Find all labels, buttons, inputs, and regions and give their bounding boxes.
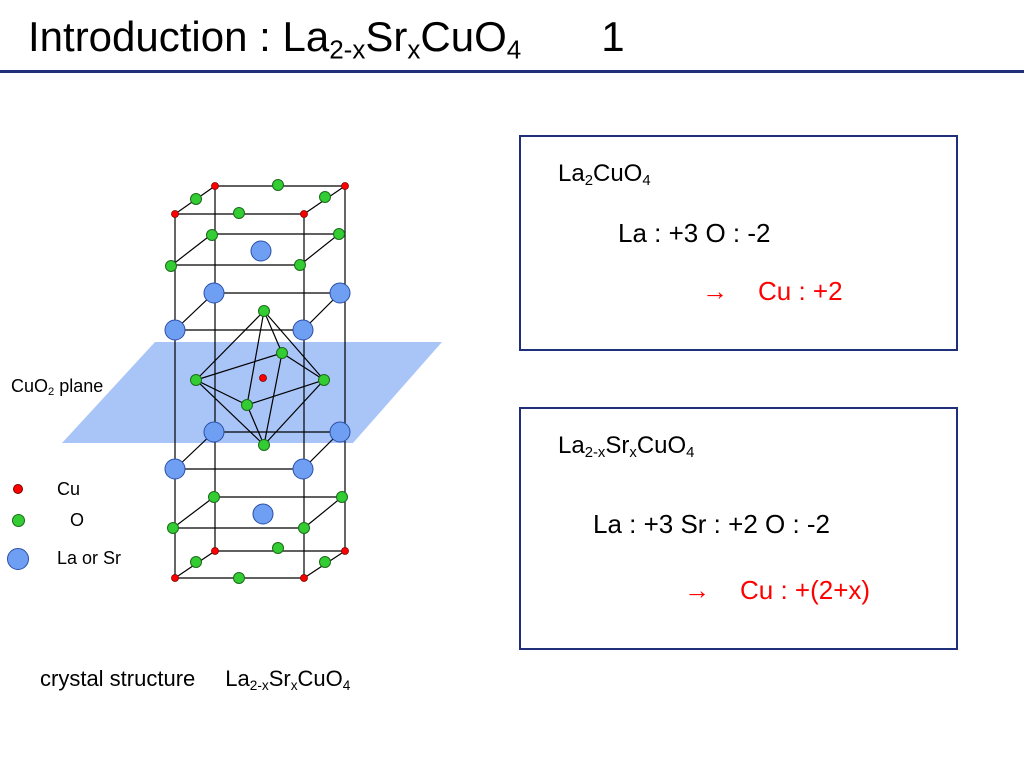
arrow-icon: →: [702, 276, 728, 306]
legend-label-la-sr: La or Sr: [57, 548, 122, 568]
slide-title: Introduction : La2-xSrxCuO4 1: [28, 13, 625, 65]
box1-formula: La2CuO4: [558, 160, 651, 190]
box2-formula: La2-xSrxCuO4: [558, 432, 695, 462]
o-atoms: [165, 179, 348, 584]
crystal-structure-diagram: [62, 179, 442, 584]
la-sr-legend-icon: [7, 548, 29, 570]
caption-formula: La2-xSrxCuO4: [225, 666, 351, 693]
box1-charges: La : +3 O : -2: [618, 218, 771, 248]
cu-atoms: [171, 182, 349, 582]
la2cuo4-box: La2CuO4 La : +3 O : -2 →Cu : +2: [519, 135, 958, 351]
box2-charges: La : +3 Sr : +2 O : -2: [593, 509, 831, 539]
cuo2-plane: [62, 342, 442, 443]
title-prefix: Introduction :: [28, 13, 283, 60]
box2-result: →Cu : +(2+x): [684, 575, 871, 605]
legend-label-o: O: [70, 510, 85, 530]
o-legend-icon: [12, 514, 25, 527]
title-formula: La2-xSrxCuO4: [282, 13, 522, 65]
cuo2-plane-label: CuO2 plane: [11, 376, 104, 399]
legend-label-cu: Cu: [57, 479, 81, 499]
title-divider: [0, 70, 1024, 73]
la2-xsrxcuo4-box: La2-xSrxCuO4 La : +3 Sr : +2 O : -2 →Cu …: [519, 407, 958, 650]
box1-result: →Cu : +2: [702, 276, 843, 306]
la-sr-atoms: [164, 240, 351, 525]
arrow-icon: →: [684, 575, 710, 605]
cu-legend-icon: [13, 484, 23, 494]
slide-number: 1: [601, 13, 625, 60]
